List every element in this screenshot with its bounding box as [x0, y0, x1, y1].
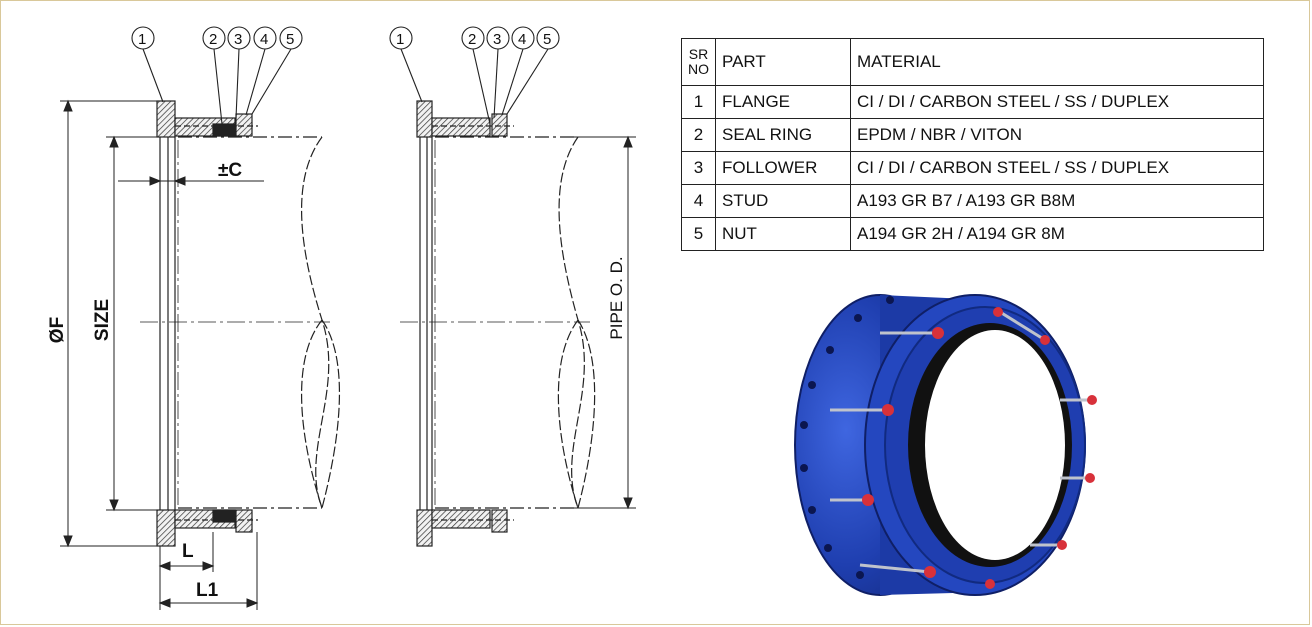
flange-bottom-right	[416, 509, 433, 547]
table-row: 4 STUD A193 GR B7 / A193 GR B8M	[681, 184, 1264, 218]
row-material: CI / DI / CARBON STEEL / SS / DUPLEX	[850, 151, 1264, 185]
nut-top-right	[491, 113, 508, 137]
dim-label-c: ±C	[218, 160, 242, 181]
balloon-text-1-left: 1	[138, 31, 146, 48]
row-no: 2	[681, 118, 716, 152]
row-no: 4	[681, 184, 716, 218]
balloon-text-5-right: 5	[543, 31, 551, 48]
nut-top-left	[235, 113, 253, 137]
row-material: A194 GR 2H / A194 GR 8M	[850, 217, 1264, 251]
row-part: NUT	[715, 217, 851, 251]
parts-table-header: SR NO PART MATERIAL	[681, 38, 1264, 86]
flange-top-right	[416, 100, 433, 138]
balloon-text-3-left: 3	[234, 31, 242, 48]
row-material: A193 GR B7 / A193 GR B8M	[850, 184, 1264, 218]
header-sr-no: SR NO	[681, 38, 716, 86]
table-row: 5 NUT A194 GR 2H / A194 GR 8M	[681, 217, 1264, 251]
right-dimensions	[560, 135, 636, 510]
right-section-view	[400, 100, 596, 547]
balloon-text-1-right: 1	[396, 31, 404, 48]
balloon-text-2-left: 2	[209, 31, 217, 48]
balloon-text-4-left: 4	[260, 31, 268, 48]
table-row: 1 FLANGE CI / DI / CARBON STEEL / SS / D…	[681, 85, 1264, 119]
balloon-text-5-left: 5	[286, 31, 294, 48]
balloon-text-4-right: 4	[518, 31, 526, 48]
header-material: MATERIAL	[850, 38, 1264, 86]
row-material: CI / DI / CARBON STEEL / SS / DUPLEX	[850, 85, 1264, 119]
row-no: 3	[681, 151, 716, 185]
left-balloons	[131, 26, 303, 125]
table-row: 3 FOLLOWER CI / DI / CARBON STEEL / SS /…	[681, 151, 1264, 185]
row-part: FLANGE	[715, 85, 851, 119]
nut-bottom-left	[235, 509, 253, 533]
balloon-text-2-right: 2	[468, 31, 476, 48]
balloon-text-3-right: 3	[493, 31, 501, 48]
flange-bottom-left	[156, 509, 176, 547]
follower-top-right	[431, 117, 491, 137]
parts-table: SR NO PART MATERIAL 1 FLANGE CI / DI / C…	[681, 38, 1264, 251]
seal-ring-top-left	[212, 123, 236, 137]
right-balloons	[389, 26, 560, 125]
row-material: EPDM / NBR / VITON	[850, 118, 1264, 152]
dim-label-l1: L1	[196, 580, 219, 601]
nut-bottom-right	[491, 509, 508, 533]
row-no: 5	[681, 217, 716, 251]
table-row: 2 SEAL RING EPDM / NBR / VITON	[681, 118, 1264, 152]
row-part: FOLLOWER	[715, 151, 851, 185]
flange-top-left	[156, 100, 176, 138]
left-section-view	[140, 100, 341, 547]
dim-label-pipe-od: PIPE O. D.	[607, 256, 626, 339]
left-dimensions	[60, 99, 264, 610]
header-part: PART	[715, 38, 851, 86]
dim-label-size: SIZE	[92, 299, 113, 341]
seal-ring-bottom-left	[212, 509, 236, 523]
row-part: STUD	[715, 184, 851, 218]
row-part: SEAL RING	[715, 118, 851, 152]
dim-label-l: L	[182, 541, 194, 562]
follower-bottom-right	[431, 509, 491, 529]
product-photo	[794, 294, 1097, 596]
dim-label-of: ØF	[47, 317, 68, 343]
row-no: 1	[681, 85, 716, 119]
